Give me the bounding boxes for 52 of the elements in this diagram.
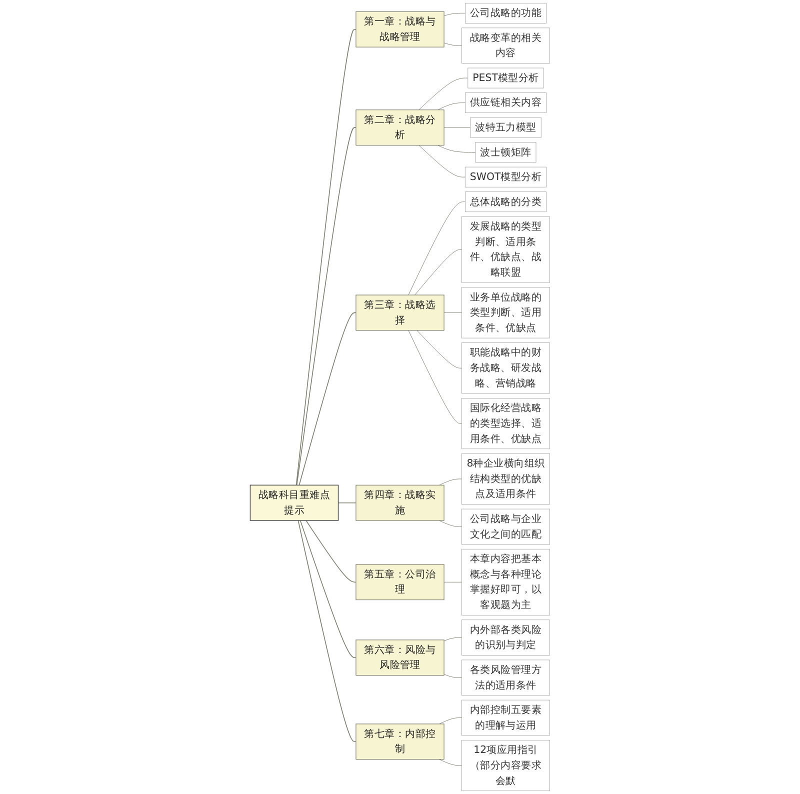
connector xyxy=(338,502,356,504)
connector xyxy=(418,78,468,110)
node-box: 各类风险管理方法的适用条件 xyxy=(462,660,550,696)
connector xyxy=(296,127,356,486)
connector xyxy=(298,312,356,486)
node-box: 公司战略与企业文化之间的匹配 xyxy=(462,508,550,545)
connector xyxy=(444,637,462,642)
connector xyxy=(416,330,462,368)
connector xyxy=(438,478,462,486)
node-box: 第三章：战略选择 xyxy=(356,294,444,331)
node-box: SWOT模型分析 xyxy=(464,166,547,188)
connector xyxy=(408,202,466,296)
node-box: 8种企业横向组织结构类型的优缺点及适用条件 xyxy=(462,453,550,504)
connector xyxy=(444,674,462,678)
node-box: 职能战略中的财务战略、研发战略、营销战略 xyxy=(462,342,550,394)
connector xyxy=(408,330,462,424)
connector xyxy=(418,145,466,178)
node-box: 业务单位战略的类型判断、适用条件、优缺点 xyxy=(462,287,550,338)
node-box: 本章内容把基本概念与各种理论掌握好即可，以客观题为主 xyxy=(462,548,550,616)
connector xyxy=(438,520,462,527)
connector xyxy=(444,12,466,16)
connector xyxy=(444,42,462,46)
connector xyxy=(438,718,462,724)
node-box: 第七章：内部控制 xyxy=(356,724,444,760)
node-box: 公司战略的功能 xyxy=(465,2,546,24)
node-box: 内外部各类风险的识别与判定 xyxy=(462,620,550,656)
connector xyxy=(444,312,462,313)
connector xyxy=(438,102,466,110)
node-box: PEST模型分析 xyxy=(468,68,544,88)
node-box: 战略变革的相关内容 xyxy=(462,28,550,64)
connector xyxy=(438,145,476,153)
node-box: 第六章：风险与风险管理 xyxy=(356,640,444,676)
connector xyxy=(306,520,356,583)
node-box: 战略科目重难点提示 xyxy=(250,484,339,521)
node-box: 第五章：公司治理 xyxy=(356,564,444,600)
node-box: 波特五力模型 xyxy=(470,117,542,138)
node-box: 第一章：战略与战略管理 xyxy=(356,11,444,48)
node-box: 第四章：战略实施 xyxy=(356,484,444,521)
node-box: 供应链相关内容 xyxy=(465,92,546,113)
connector xyxy=(438,759,462,766)
node-box: 总体战略的分类 xyxy=(465,192,546,212)
node-box: 第二章：战略分析 xyxy=(356,110,444,146)
connector xyxy=(444,127,471,128)
node-box: 12项应用指引（部分内容要求会默 xyxy=(462,740,550,792)
node-box: 内部控制五要素的理解与运用 xyxy=(462,700,550,736)
connector xyxy=(300,520,356,658)
node-box: 国际化经营战略的类型选择、适用条件、优缺点 xyxy=(462,398,550,450)
connector xyxy=(296,28,356,486)
node-box: 波士顿矩阵 xyxy=(475,142,536,163)
node-box: 发展战略的类型判断、适用条件、优缺点、战略联盟 xyxy=(462,216,550,283)
connector xyxy=(298,520,356,742)
connector xyxy=(414,249,462,296)
